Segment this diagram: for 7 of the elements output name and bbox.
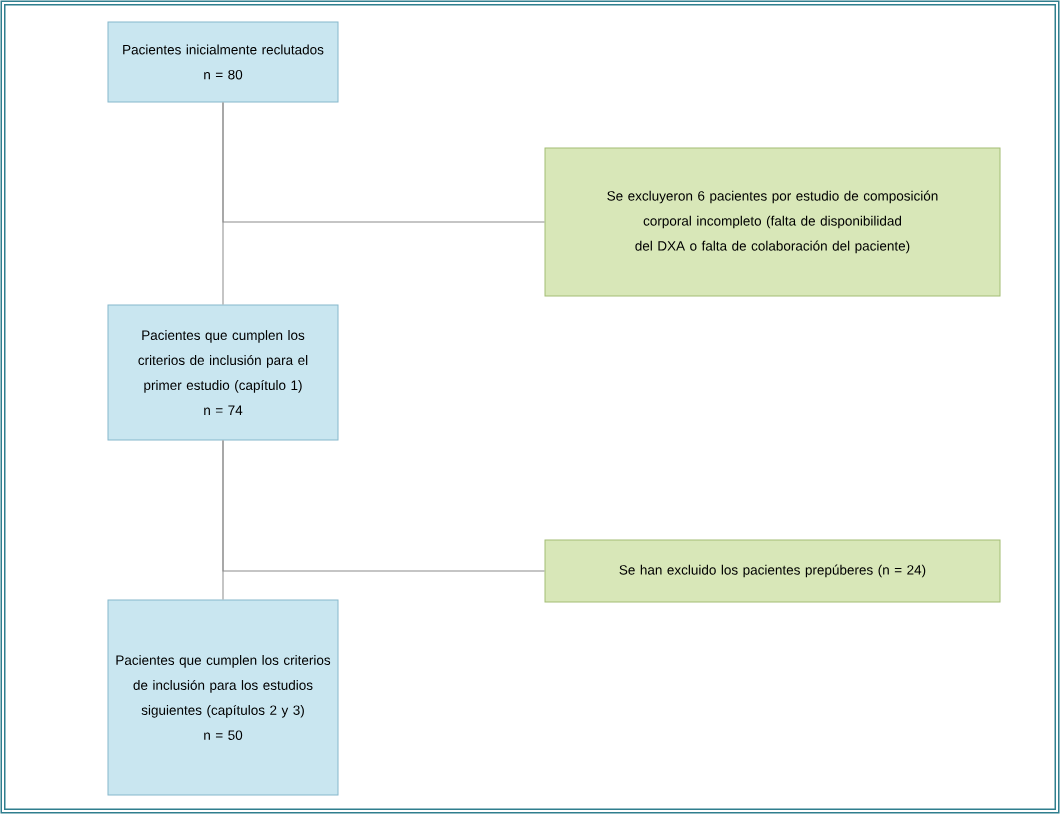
connector-line [222,440,545,572]
process-box: Pacientes que cumplen los criterios de inclusión para los estudios siguientes (capítulos 2 y 3) n = 50 [107,599,339,796]
process-box: Pacientes que cumplen los criterios de inclusión para el primer estudio (capítulo 1) n = 74 [107,304,339,441]
process-box: Pacientes inicialmente reclutados n = 80 [107,21,339,103]
exclusion-box: Se excluyeron 6 pacientes por estudio de composición corporal incompleto (falta de disponibilidad del DXA o falta de colaboración del paciente) [544,147,1001,297]
connector-line [222,102,545,223]
exclusion-box: Se han excluido los pacientes prepúberes (n = 24) [544,539,1001,603]
